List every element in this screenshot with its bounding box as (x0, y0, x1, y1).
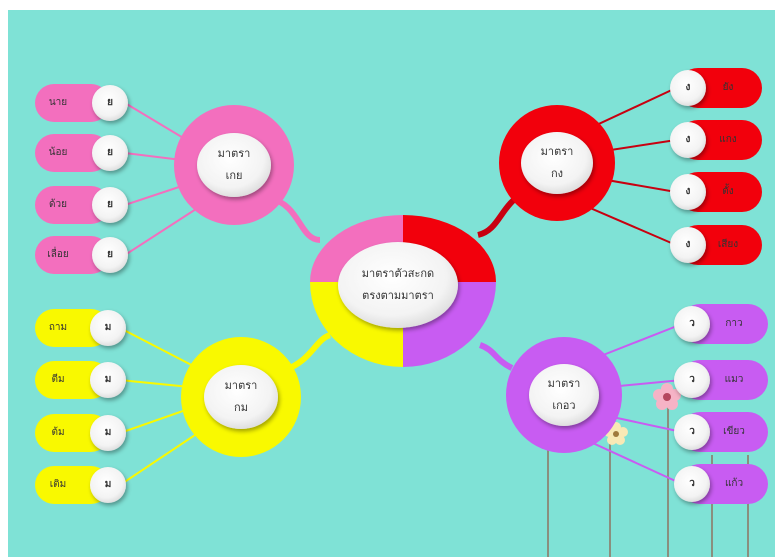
koew-word-3: เขียว (723, 426, 745, 437)
koey-leaves (35, 84, 128, 274)
kom-word-2: ตีม (51, 374, 65, 385)
kong-hub-line2: กง (550, 167, 564, 180)
koew-letter-1: ว (689, 318, 695, 329)
koew-hub-label: มาตรา เกอว (529, 373, 599, 417)
koew-letter-3: ว (689, 426, 695, 437)
kom-letter-2: ม (104, 374, 112, 385)
center-hub (310, 215, 496, 367)
koew-hub-line1: มาตรา (547, 377, 581, 390)
kom-hub-line1: มาตรา (224, 379, 258, 392)
koey-hub-line1: มาตรา (217, 147, 251, 160)
connector-koew (478, 342, 514, 371)
koey-letter-4: ย (107, 249, 113, 260)
koew-letter-4: ว (689, 478, 695, 489)
kom-letter-3: ม (104, 427, 112, 438)
kom-word-4: เติม (49, 479, 67, 490)
koey-hub-label: มาตรา เกย (199, 143, 269, 187)
kong-hub (499, 105, 615, 221)
koey-letter-2: ย (107, 147, 113, 158)
koey-word-1: นาย (48, 97, 68, 108)
koey-word-3: ด้วย (49, 199, 67, 210)
koey-word-2: น้อย (48, 147, 68, 158)
koew-leaves (674, 304, 768, 504)
cream-flower-icon (604, 422, 628, 445)
koey-hub-line2: เกย (225, 169, 243, 182)
kom-letter-1: ม (104, 322, 112, 333)
kom-hub (181, 337, 301, 457)
koew-word-1: กาว (725, 318, 743, 329)
kong-letter-2: ง (685, 134, 691, 145)
koey-word-4: เลื่อย (47, 249, 69, 260)
kong-word-3: ตั้ง (722, 186, 734, 197)
kom-leaves (35, 309, 126, 504)
kong-leaves (670, 68, 762, 265)
kom-word-1: ถาม (48, 322, 68, 333)
center-label: มาตราตัวสะกด ตรงตามมาตรา (338, 263, 458, 307)
kom-letter-4: ม (104, 479, 112, 490)
kong-hub-label: มาตรา กง (522, 141, 592, 185)
koew-hub-line2: เกอว (552, 399, 576, 412)
kong-word-4: เสียง (717, 239, 739, 250)
koey-letter-1: ย (107, 97, 113, 108)
kong-word-1: ยัง (722, 82, 734, 93)
kong-letter-3: ง (685, 186, 691, 197)
koew-word-4: แก้ว (724, 478, 744, 489)
koey-letter-3: ย (107, 199, 113, 210)
kom-word-3: ต้ม (51, 427, 65, 438)
kom-hub-label: มาตรา กม (206, 375, 276, 419)
kong-letter-1: ง (685, 82, 691, 93)
koew-letter-2: ว (689, 374, 695, 385)
koey-hub (174, 105, 294, 225)
center-label-line1: มาตราตัวสะกด (361, 267, 435, 280)
koew-hub (506, 337, 622, 453)
center-label-line2: ตรงตามมาตรา (362, 289, 434, 302)
kong-hub-line1: มาตรา (540, 145, 574, 158)
kong-letter-4: ง (685, 239, 691, 250)
kong-word-2: แกง (719, 134, 737, 145)
kom-hub-line2: กม (234, 401, 248, 414)
connector-kom (283, 332, 332, 373)
pink-flower-icon (653, 383, 681, 410)
koew-word-2: แมว (724, 374, 744, 385)
